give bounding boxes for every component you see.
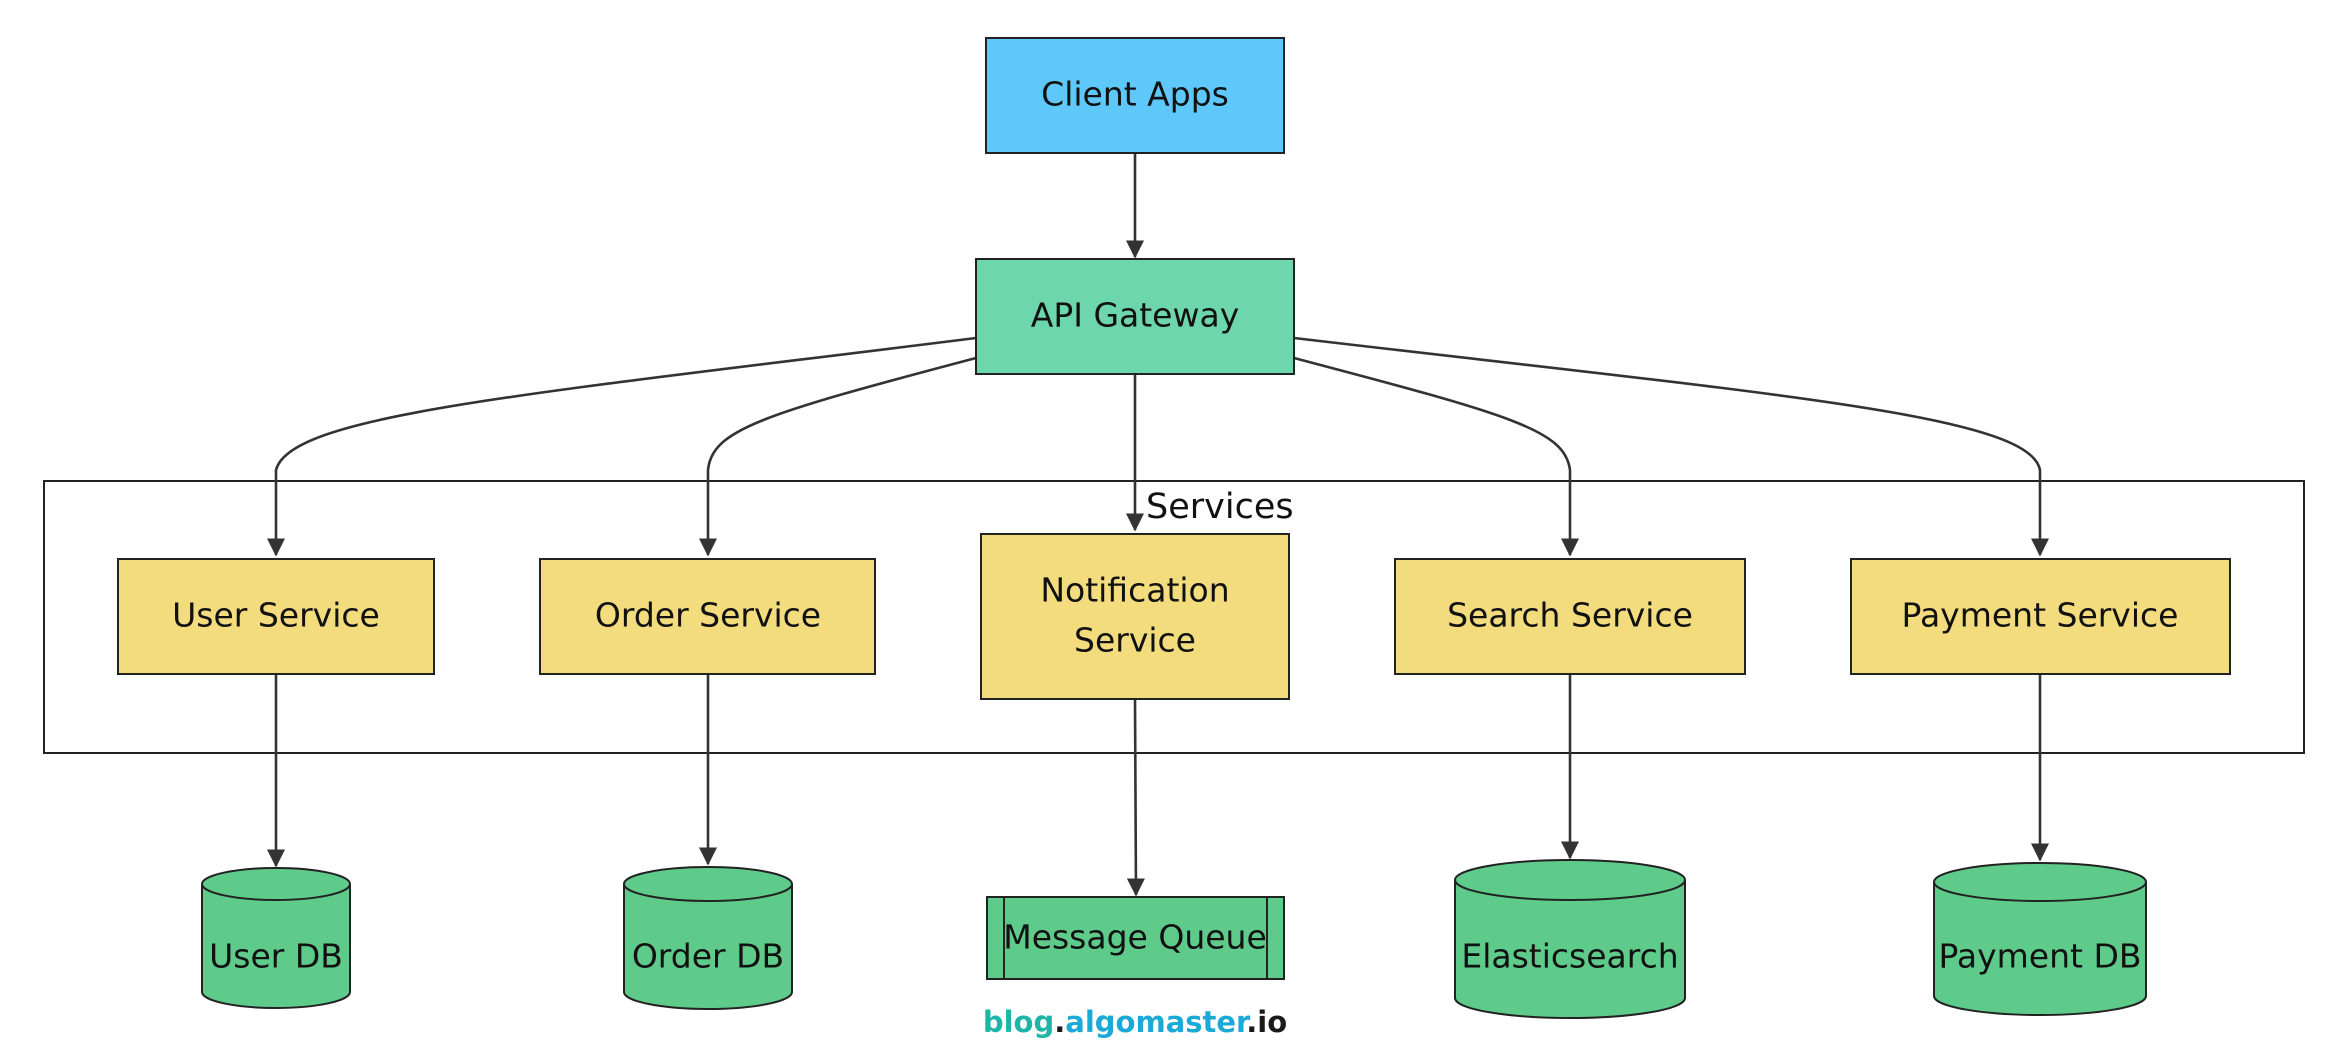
client-apps-label: Client Apps bbox=[1041, 75, 1229, 114]
elasticsearch-label: Elasticsearch bbox=[1461, 937, 1678, 976]
payment-service-node: Payment Service bbox=[1850, 558, 2231, 675]
user-db-node: User DB bbox=[201, 867, 351, 1009]
order-service-label: Order Service bbox=[595, 596, 821, 635]
services-group: Services bbox=[43, 480, 2305, 754]
user-service-node: User Service bbox=[117, 558, 435, 675]
services-group-label: Services bbox=[1146, 487, 1294, 527]
notification-service-label-line2: Service bbox=[1074, 621, 1196, 660]
message-queue-node: Message Queue bbox=[986, 896, 1285, 980]
edge-gateway-to-user-service bbox=[267, 336, 977, 557]
watermark-io: io bbox=[1257, 1005, 1287, 1039]
search-service-node: Search Service bbox=[1394, 558, 1746, 675]
watermark-blog: blog bbox=[983, 1005, 1054, 1039]
notification-service-label-line1: Notification bbox=[1040, 571, 1229, 610]
payment-db-label: Payment DB bbox=[1938, 937, 2141, 976]
elasticsearch-node: Elasticsearch bbox=[1454, 859, 1686, 1019]
edge-gateway-to-search-service bbox=[1293, 356, 1579, 557]
user-db-label: User DB bbox=[209, 937, 343, 976]
order-service-node: Order Service bbox=[539, 558, 876, 675]
edge-notification-to-message-queue bbox=[1126, 698, 1145, 897]
notification-service-node: Notification Service bbox=[980, 533, 1290, 700]
order-db-label: Order DB bbox=[632, 937, 784, 976]
edge-gateway-to-payment-service bbox=[1293, 336, 2049, 557]
client-apps-node: Client Apps bbox=[985, 37, 1285, 154]
order-db-node: Order DB bbox=[623, 866, 793, 1010]
user-service-label: User Service bbox=[172, 596, 380, 635]
watermark-dot-2: . bbox=[1246, 1005, 1257, 1039]
payment-db-node: Payment DB bbox=[1933, 862, 2147, 1016]
watermark: blog.algomaster.io bbox=[983, 1005, 1287, 1039]
search-service-label: Search Service bbox=[1447, 596, 1693, 635]
edges bbox=[267, 153, 2049, 897]
watermark-algomaster: algomaster bbox=[1065, 1005, 1251, 1039]
message-queue-label: Message Queue bbox=[1003, 918, 1267, 957]
api-gateway-label: API Gateway bbox=[1031, 296, 1239, 335]
payment-service-label: Payment Service bbox=[1902, 596, 2179, 635]
api-gateway-node: API Gateway bbox=[975, 258, 1295, 375]
edge-gateway-to-order-service bbox=[699, 356, 977, 557]
watermark-dot-1: . bbox=[1054, 1005, 1065, 1039]
